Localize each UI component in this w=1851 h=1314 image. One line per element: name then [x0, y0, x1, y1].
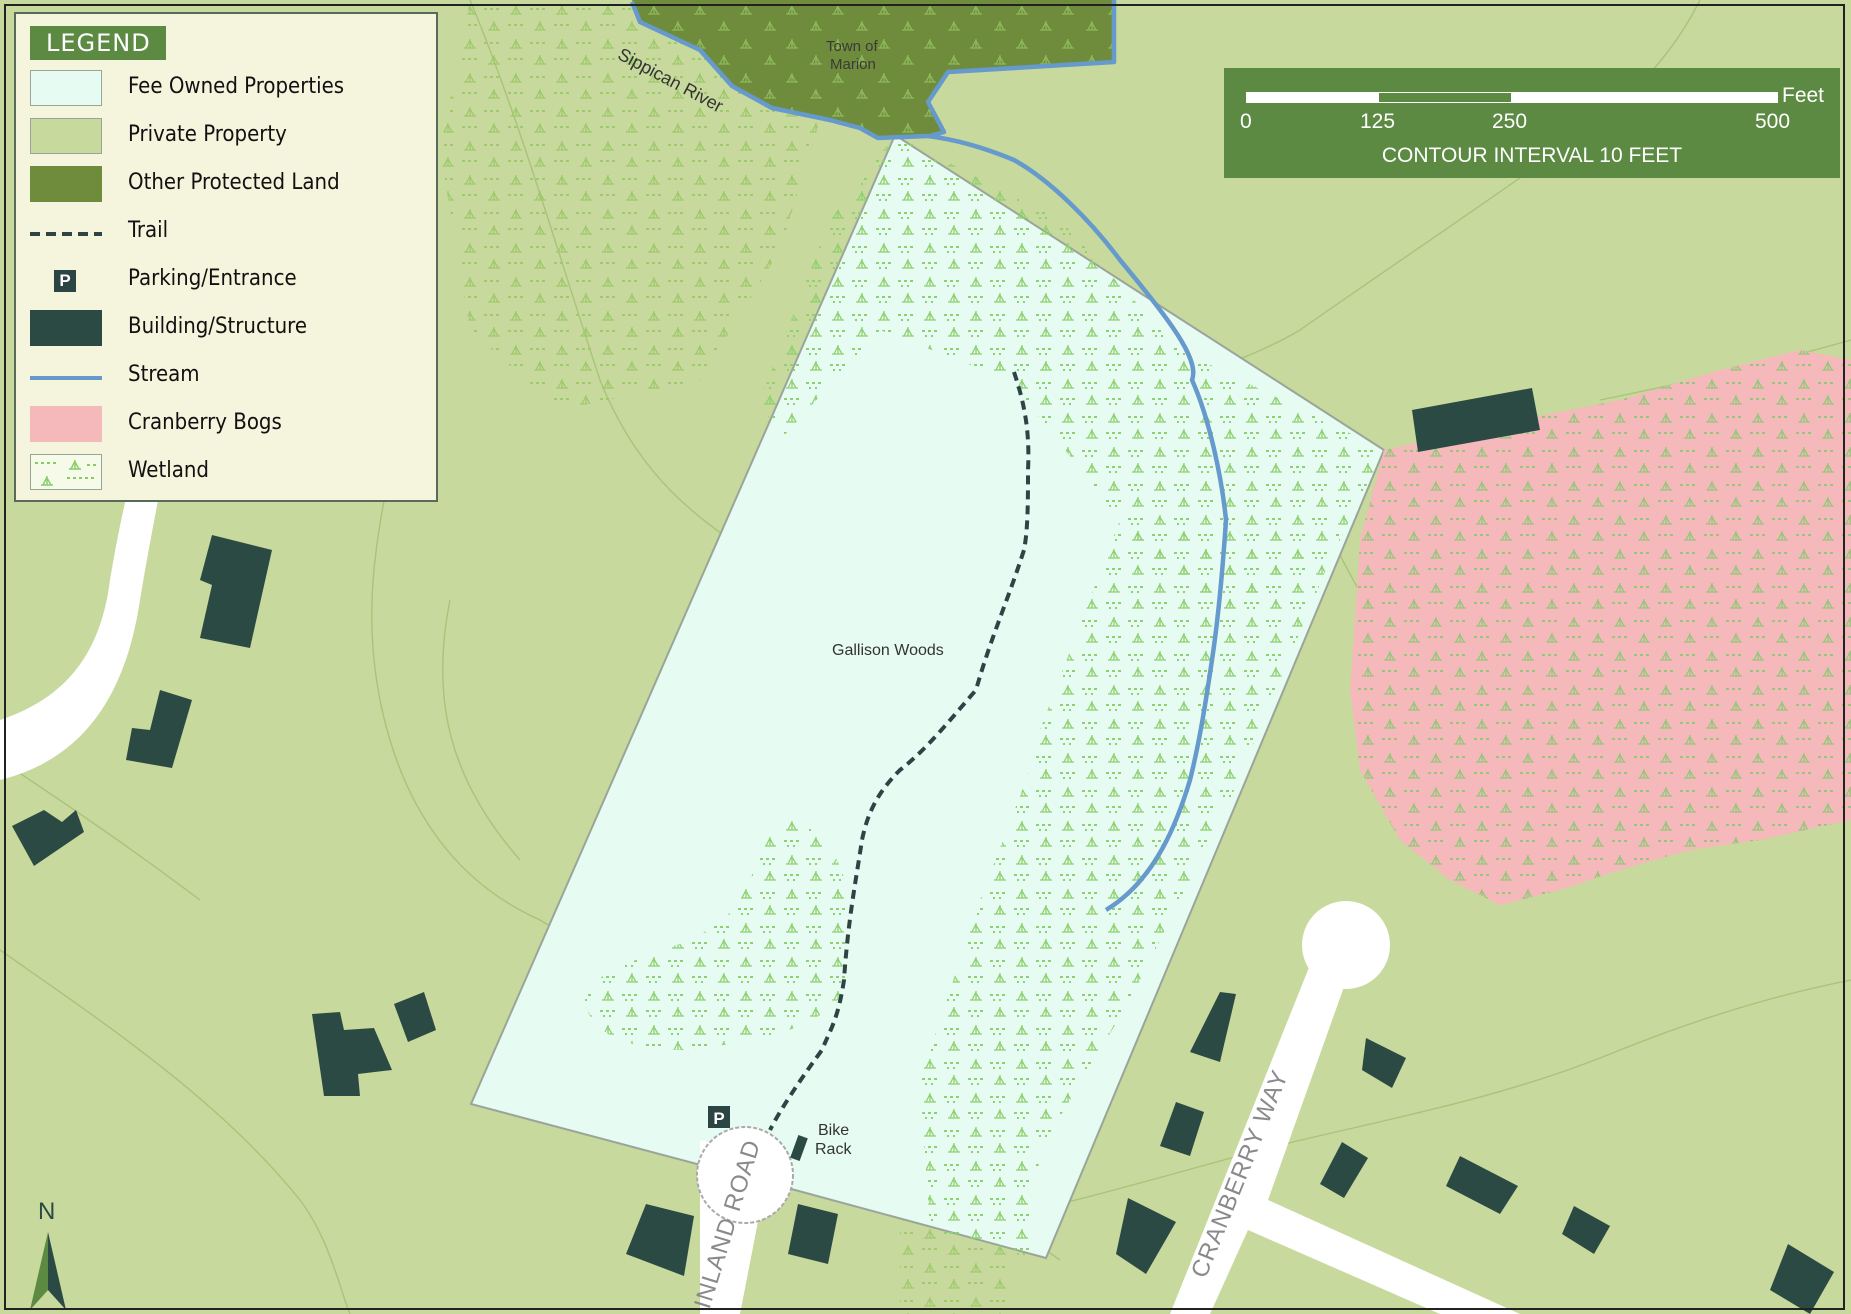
contour-interval-caption: CONTOUR INTERVAL 10 FEET [1381, 144, 1683, 167]
legend-item-fee-owned: Fee Owned Properties [30, 68, 430, 108]
legend-item-protected: Other Protected Land [30, 164, 430, 204]
building-structure [1412, 388, 1540, 452]
scale-bar: Feet 0 125 250 500 CONTOUR INTERVAL 10 F… [1224, 68, 1840, 178]
stream-line [925, 0, 1117, 139]
legend-item-cranberry: Cranberry Bogs [30, 404, 430, 444]
building-structure [788, 1204, 838, 1264]
legend-label: Fee Owned Properties [128, 74, 345, 99]
building-structure [200, 535, 272, 648]
building-structure [1362, 1038, 1406, 1088]
wetland-area [920, 520, 1330, 1258]
stream-line [629, 1, 1229, 912]
roads [0, 440, 1520, 1314]
trail-line [768, 371, 1031, 1131]
scale-segment [1511, 92, 1778, 103]
building-structure [312, 1012, 392, 1096]
scale-segment [1246, 92, 1379, 103]
stream-swatch [30, 376, 102, 380]
buildings [12, 388, 1834, 1314]
legend-label: Trail [128, 218, 169, 243]
scale-unit-label: Feet [1782, 84, 1825, 107]
legend-item-wetland: Wetland [30, 452, 430, 492]
wetland-area [760, 135, 1384, 620]
inland-road-cul-de-sac [696, 1126, 794, 1224]
town-label-line1: Town of [826, 38, 878, 55]
wetland-area [585, 820, 853, 1050]
parking-symbol-label: P [713, 1109, 724, 1128]
north-label: N [38, 1198, 56, 1225]
building-structure [1446, 1156, 1518, 1214]
protected-land-swatch [30, 166, 102, 202]
legend-item-stream: Stream [30, 356, 430, 396]
west-road [0, 440, 170, 780]
bike-rack-icon [790, 1135, 808, 1161]
legend-item-building: Building/Structure [30, 308, 430, 348]
scale-tick-label: 500 [1755, 110, 1791, 133]
scale-tick-label: 250 [1492, 110, 1528, 133]
parking-swatch: P [54, 270, 76, 292]
fee-owned-swatch [30, 70, 102, 106]
trail-swatch [30, 232, 102, 236]
building-structure [1770, 1244, 1834, 1314]
wetland-area [440, 0, 820, 410]
building-structure [126, 690, 192, 768]
legend-label: Other Protected Land [128, 170, 340, 195]
building-structure [1160, 1102, 1204, 1156]
legend-item-parking: P Parking/Entrance [30, 260, 430, 300]
north-arrow-icon [30, 1232, 66, 1310]
legend-label: Cranberry Bogs [128, 410, 282, 435]
wetland-swatch [30, 454, 102, 490]
legend-label: Parking/Entrance [128, 266, 297, 291]
wetland-area [632, 0, 1114, 138]
cranberry-bogs-swatch [30, 406, 102, 442]
building-swatch [30, 310, 102, 346]
bike-rack-label-line1: Bike [818, 1122, 850, 1139]
legend-label: Building/Structure [128, 314, 307, 339]
property-label: Gallison Woods [832, 642, 944, 659]
building-structure [626, 1204, 694, 1276]
building-structure [12, 810, 84, 866]
cranberry-way-cul-de-sac [1302, 901, 1390, 989]
scale-tick-label: 0 [1240, 110, 1252, 133]
legend-item-trail: Trail [30, 212, 430, 252]
scale-tick-label: 125 [1360, 110, 1396, 133]
bike-rack-label-line2: Rack [815, 1141, 852, 1158]
wetland-area [1350, 350, 1851, 905]
parking-entrance-icon [708, 1106, 730, 1128]
scale-segment [1378, 92, 1512, 103]
private-property-swatch [30, 118, 102, 154]
building-structure [394, 992, 436, 1042]
town-label-line2: Marion [830, 56, 876, 73]
building-structure [1320, 1142, 1368, 1198]
legend-label: Private Property [128, 122, 287, 147]
legend-item-private: Private Property [30, 116, 430, 156]
legend-label: Stream [128, 362, 200, 387]
legend-panel: LEGEND Fee Owned Properties Private Prop… [14, 12, 438, 502]
building-structure [1190, 992, 1236, 1062]
legend-title: LEGEND [30, 26, 166, 60]
building-structure [1116, 1198, 1176, 1274]
building-structure [1562, 1206, 1610, 1254]
cranberry-way [1170, 960, 1520, 1314]
legend-label: Wetland [128, 458, 209, 483]
